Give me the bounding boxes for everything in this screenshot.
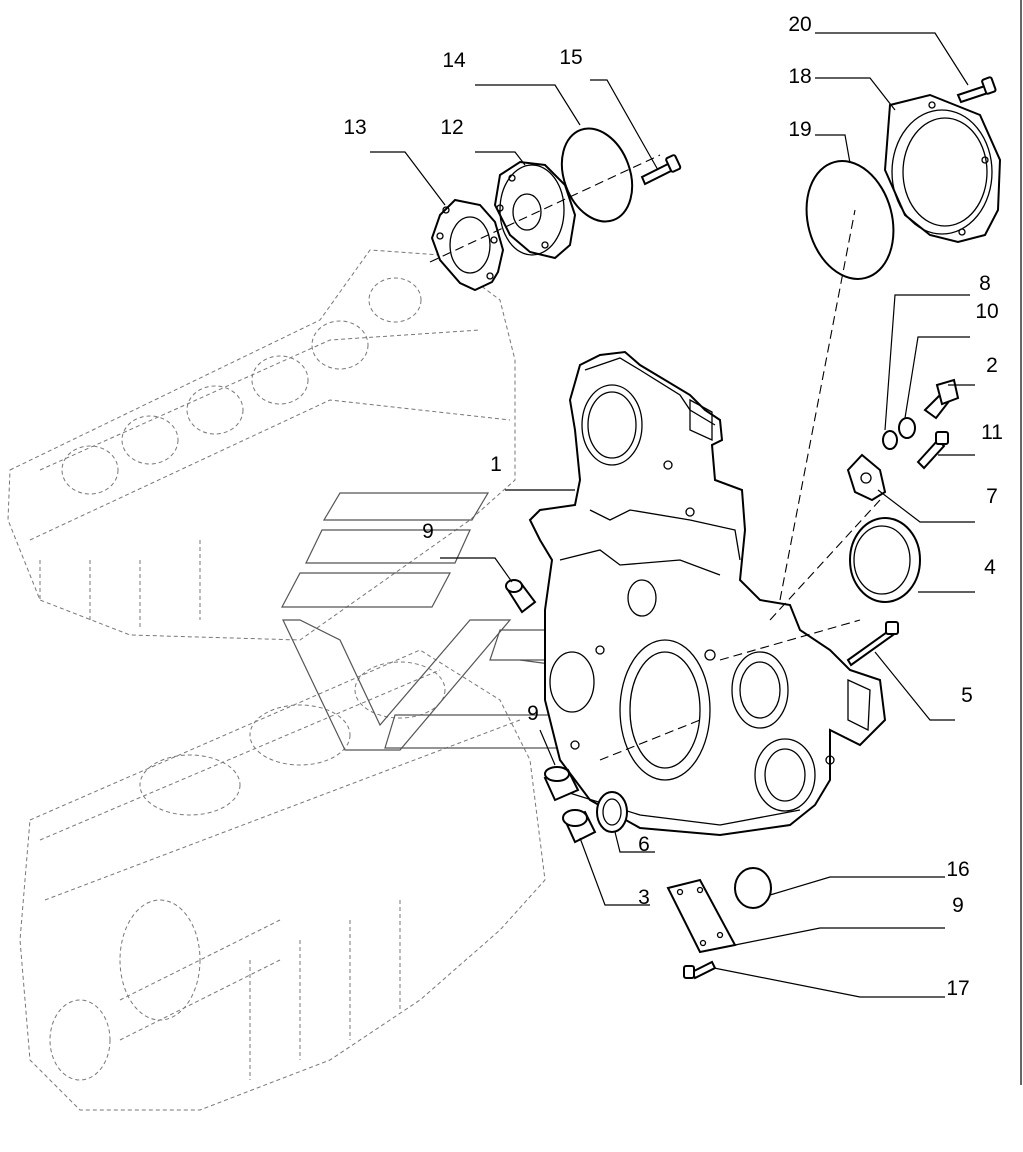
washer-part-8 xyxy=(882,430,898,450)
callout-7: 7 xyxy=(986,485,998,508)
callout-11: 10 xyxy=(975,300,998,323)
callout-5: 5 xyxy=(961,684,973,707)
o-ring-part-15 xyxy=(560,127,634,223)
bushing-part-9-lower xyxy=(543,766,580,802)
callout-labels: 20 18 19 14 15 13 12 8 10 2 11 7 4 5 1 9… xyxy=(343,13,1003,1000)
screw-part-16 xyxy=(640,154,682,186)
callout-9-upper: 9 xyxy=(422,520,434,543)
washer-part-6 xyxy=(596,791,628,833)
callout-9-lower: 9 xyxy=(527,702,539,725)
callout-2: 2 xyxy=(986,354,998,377)
callout-16: 15 xyxy=(559,46,582,69)
callout-4: 4 xyxy=(984,556,996,579)
seal-ring-part-4 xyxy=(849,517,921,603)
plug-part-3 xyxy=(562,809,597,844)
callout-1: 1 xyxy=(490,453,502,476)
callout-10: 9 xyxy=(952,894,964,917)
flange-plate-part-7 xyxy=(846,453,887,502)
long-screw-part-5 xyxy=(846,621,899,667)
washer-part-11 xyxy=(898,417,916,439)
callout-14: 13 xyxy=(343,116,366,139)
screw-part-21 xyxy=(956,76,997,104)
callout-18: 17 xyxy=(946,977,969,1000)
leader-lines xyxy=(370,32,975,998)
callout-15: 14 xyxy=(442,49,466,72)
screw-part-12 xyxy=(916,431,949,470)
callout-6: 6 xyxy=(638,833,650,856)
callout-12: 11 xyxy=(981,421,1003,444)
o-ring-part-20 xyxy=(805,160,895,280)
callout-19: 18 xyxy=(788,65,811,88)
plug-screw-part-2 xyxy=(923,378,960,420)
gear-housing-part-1 xyxy=(528,350,887,837)
engine-block-ghost xyxy=(19,649,546,1111)
callout-8: 8 xyxy=(979,272,991,295)
gasket-part-14 xyxy=(430,198,505,292)
cover-plate-part-10 xyxy=(666,878,737,954)
bushing-part-9-upper xyxy=(505,579,537,614)
screw-part-18 xyxy=(683,960,717,980)
callout-3: 3 xyxy=(638,886,650,909)
seal-flange-part-19 xyxy=(883,93,1002,244)
callout-21: 20 xyxy=(788,13,811,36)
callout-13: 12 xyxy=(440,116,463,139)
callout-17: 16 xyxy=(946,858,969,881)
callout-20: 19 xyxy=(788,118,811,141)
pump-cover-part-13 xyxy=(493,160,577,260)
assembly-axes xyxy=(429,154,881,761)
o-ring-part-17 xyxy=(734,867,772,909)
engine-head-ghost xyxy=(7,249,516,641)
